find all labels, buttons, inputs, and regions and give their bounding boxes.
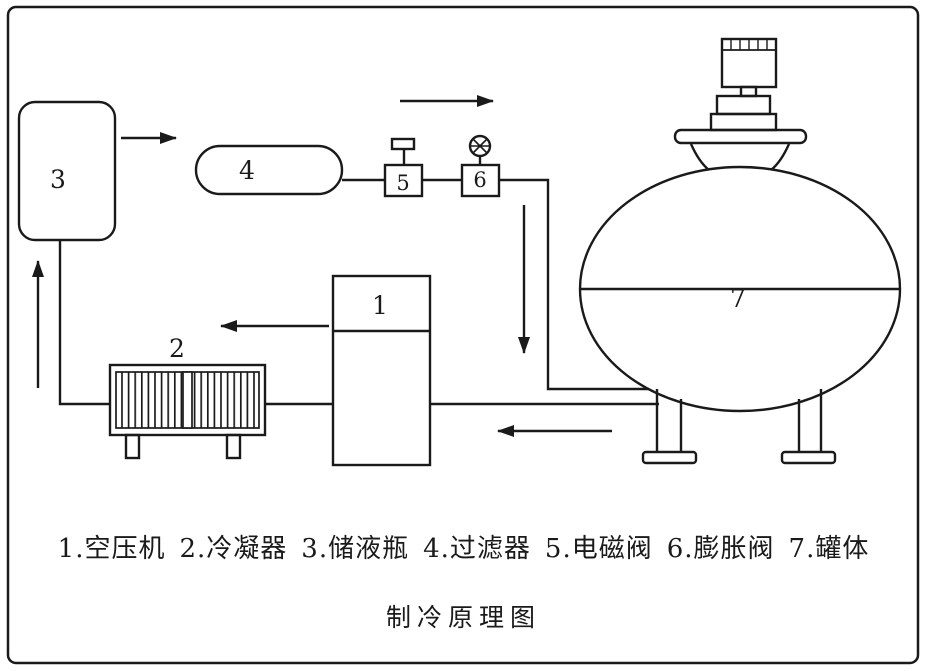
- label-filter: 4: [239, 156, 255, 185]
- legend-item: 4.过滤器: [423, 534, 531, 564]
- receiver-bottle: [17, 100, 117, 242]
- solenoid-valve: [383, 137, 424, 198]
- label-expansion-valve: 6: [473, 168, 486, 192]
- tank-flange: [673, 128, 808, 145]
- legend-item: 2.冷凝器: [179, 534, 288, 564]
- tank-neck-lower: [709, 112, 778, 132]
- pipe-expansion-to-tank: [499, 178, 649, 391]
- pipe-return-to-receiver: [58, 240, 110, 406]
- tank-neck-upper: [715, 94, 772, 116]
- label-condenser: 2: [169, 334, 185, 363]
- label-receiver: 3: [50, 165, 66, 194]
- expansion-valve: [460, 134, 501, 198]
- label-solenoid-valve: 5: [396, 171, 409, 195]
- legend-item: 3.储液瓶: [301, 534, 410, 564]
- compressor: [331, 274, 432, 467]
- condenser-leg-right: [225, 433, 242, 460]
- figure-title: 制冷原理图: [385, 603, 541, 632]
- legend-item: 5.电磁阀: [544, 534, 653, 564]
- legend: 1.空压机 2.冷凝器 3.储液瓶 4.过滤器 5.电磁阀 6.膨胀阀 7.罐体: [0, 528, 927, 565]
- motor-shaft: [739, 85, 758, 98]
- label-tank: 7: [730, 284, 746, 313]
- figure-border: [6, 5, 920, 665]
- condenser-divider: [182, 371, 193, 429]
- condenser: [108, 363, 267, 460]
- tank-legs: [641, 389, 837, 465]
- tank-motor: [720, 37, 778, 89]
- condenser-leg-left: [124, 433, 141, 460]
- filter-capsule: [194, 144, 344, 196]
- legend-item: 7.罐体: [788, 534, 870, 564]
- tank-body: [578, 37, 902, 465]
- legend-item: 1.空压机: [57, 534, 166, 564]
- legend-item: 6.膨胀阀: [666, 534, 775, 564]
- label-compressor: 1: [372, 291, 388, 320]
